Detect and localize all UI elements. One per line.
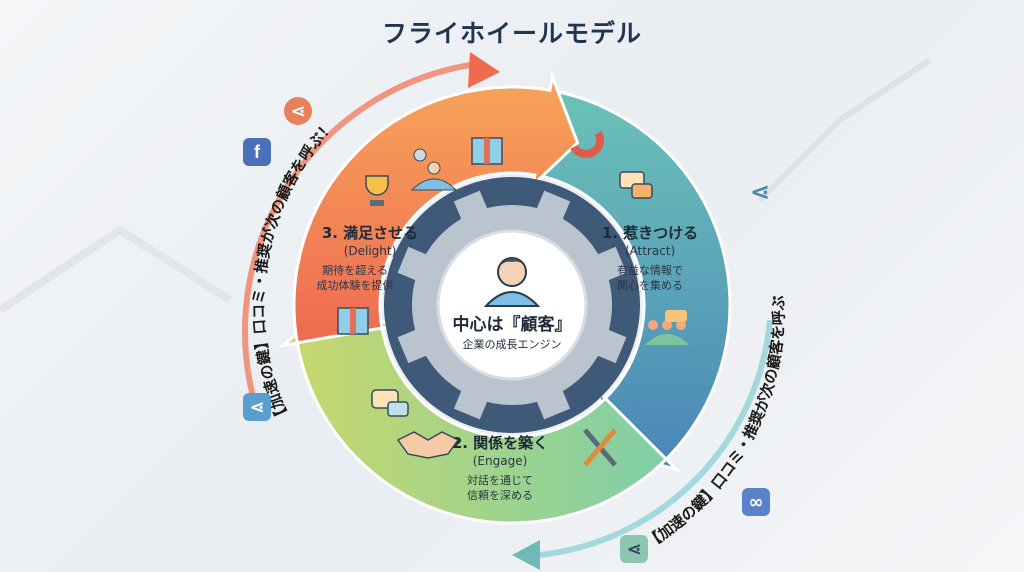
gift-icon <box>471 137 503 165</box>
tools-icon <box>583 428 617 467</box>
stage-english: (Attract) <box>625 244 675 258</box>
segment-engage <box>278 297 669 525</box>
outer-arc-arrowhead <box>468 52 500 88</box>
handshake-icon <box>396 431 460 459</box>
trend-arrow-decoration <box>757 57 932 203</box>
stage-title: 3. 満足させる <box>322 224 418 242</box>
stage-desc-line: 関心を集める <box>617 278 683 292</box>
chat-icon <box>371 389 409 417</box>
magnet-icon <box>570 131 604 158</box>
celebrating-people-icon <box>410 148 458 191</box>
page-title: フライホイールモデル <box>381 19 642 48</box>
outer-arc-right-arrowhead <box>512 540 540 570</box>
stage-english: (Delight) <box>344 244 397 258</box>
stage-desc-line: 有益な情報で <box>617 263 683 277</box>
share-icon: ⋖ <box>284 97 312 125</box>
stage-engage: 2. 関係を築く (Engage) 対話を通じて 信頼を深める <box>371 389 617 502</box>
facebook-icon: f <box>243 138 271 166</box>
stage-english: (Engage) <box>473 454 528 468</box>
gear-tooth <box>535 190 571 224</box>
gift-icon <box>337 307 369 335</box>
link-icon: ∞ <box>742 488 770 516</box>
gear-tooth <box>397 246 431 282</box>
segment-attract <box>533 88 732 472</box>
stage-delight: 3. 満足させる (Delight) 期待を超える 成功体験を提供 <box>317 137 503 335</box>
gear-tooth <box>453 386 489 420</box>
stage-attract: 1. 惹きつける (Attract) 有益な情報で 関心を集める <box>570 131 698 345</box>
outer-arc-right <box>539 319 773 558</box>
trophy-icon <box>365 175 389 206</box>
customer-avatar-icon <box>483 257 541 307</box>
stage-desc-line: 成功体験を提供 <box>317 278 394 292</box>
gear-tooth <box>593 246 627 282</box>
stage-desc-line: 期待を超える <box>322 263 388 277</box>
share-icon: ⋖ <box>749 178 771 206</box>
gear-tooth <box>453 190 489 224</box>
stage-desc-line: 対話を通じて <box>467 473 533 487</box>
chat-icon <box>619 171 653 199</box>
outer-arc-left <box>242 62 471 421</box>
trend-line-decoration <box>0 225 233 314</box>
segment-delight <box>292 70 580 345</box>
group-icon <box>645 310 689 345</box>
center-subtitle: 企業の成長エンジン <box>463 337 562 351</box>
gear-tooth <box>535 386 571 420</box>
gear-tooth <box>397 328 431 364</box>
share-icon: ⋖ <box>243 393 271 421</box>
center-title: 中心は『顧客』 <box>453 314 572 335</box>
stage-desc-line: 信頼を深める <box>467 489 533 502</box>
gear-tooth <box>593 328 627 364</box>
stage-title: 2. 関係を築く <box>452 434 548 452</box>
share-icon: ⋖ <box>620 535 648 563</box>
stage-title: 1. 惹きつける <box>602 224 698 242</box>
